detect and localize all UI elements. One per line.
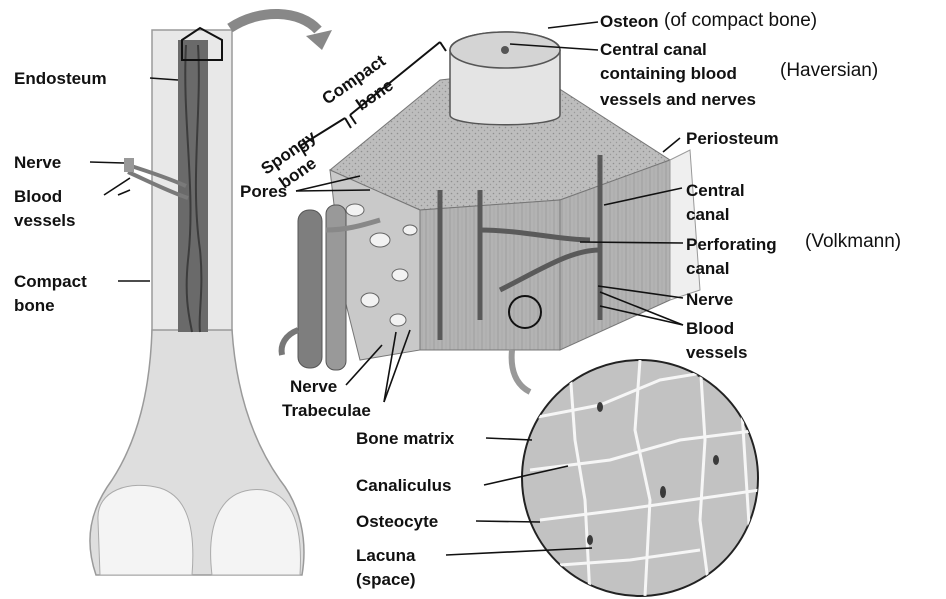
label-lacuna-line2: (space) (356, 569, 416, 590)
label-nerve-bottom: Nerve (290, 376, 337, 397)
label-bone-matrix: Bone matrix (356, 428, 454, 449)
label-blood-vessels-left-line1: Blood (14, 186, 62, 207)
nerve-stub (124, 158, 134, 172)
magnify-arrowhead (306, 30, 332, 50)
label-volkmann-note: (Volkmann) (805, 231, 901, 252)
label-periosteum: Periosteum (686, 128, 779, 149)
label-central-line1: Central (686, 180, 745, 201)
long-bone (90, 14, 332, 575)
label-central-canal-line3: vessels and nerves (600, 89, 756, 110)
label-lacuna-line1: Lacuna (356, 545, 416, 566)
label-osteon-note: (of compact bone) (664, 10, 817, 31)
label-perforating-line1: Perforating (686, 234, 777, 255)
label-perforating-line2: canal (686, 258, 729, 279)
zoom-arrow (512, 350, 530, 392)
osteon-center-canal (501, 46, 509, 54)
label-compact-bone-left-line1: Compact (14, 271, 87, 292)
magnified-view (522, 360, 760, 596)
label-nerve-right: Nerve (686, 289, 733, 310)
label-central-canal-line2: containing blood (600, 63, 737, 84)
label-osteon: Osteon (600, 11, 659, 32)
label-haversian-note: (Haversian) (780, 60, 878, 81)
label-endosteum: Endosteum (14, 68, 107, 89)
label-canaliculus: Canaliculus (356, 475, 451, 496)
label-pores: Pores (240, 181, 287, 202)
label-central-line2: canal (686, 204, 729, 225)
label-blood-vessels-right-line2: vessels (686, 342, 747, 363)
magnify-arrow (230, 14, 318, 30)
label-trabeculae: Trabeculae (282, 400, 371, 421)
label-nerve-left: Nerve (14, 152, 61, 173)
label-osteocyte: Osteocyte (356, 511, 438, 532)
label-blood-vessels-right-line1: Blood (686, 318, 734, 339)
label-blood-vessels-left-line2: vessels (14, 210, 75, 231)
label-central-canal-line1: Central canal (600, 39, 707, 60)
label-compact-bone-left-line2: bone (14, 295, 55, 316)
